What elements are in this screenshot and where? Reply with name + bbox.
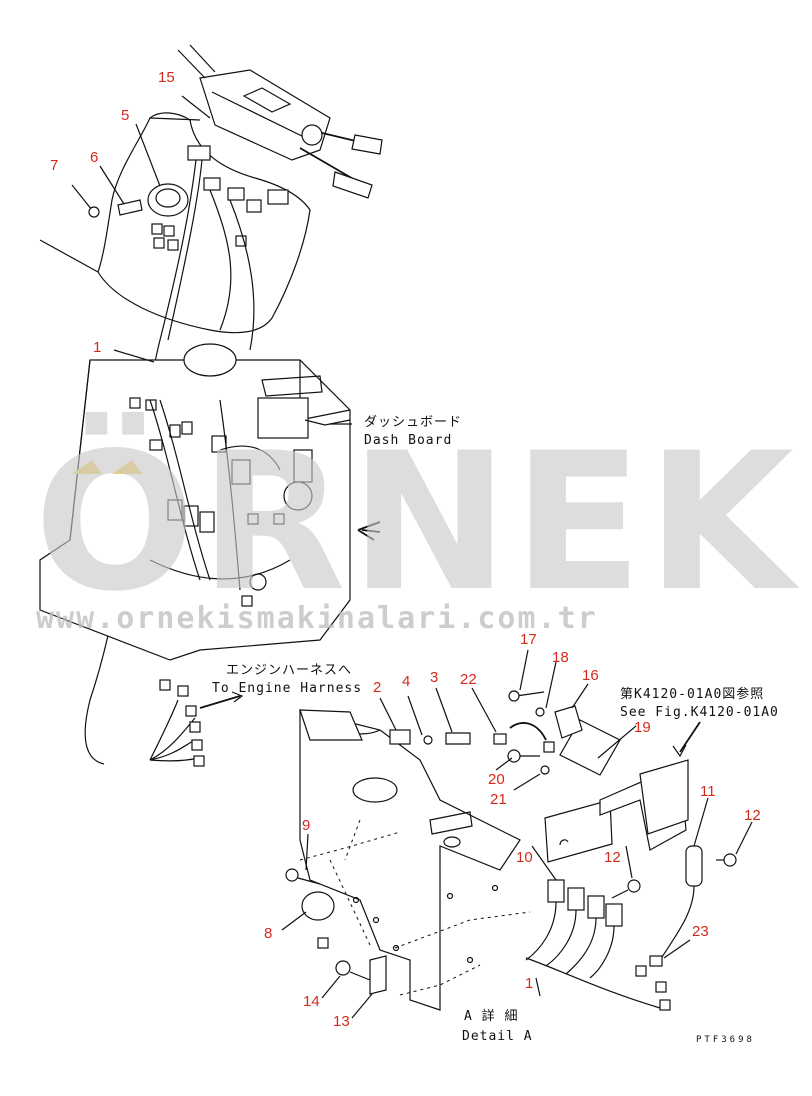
callout-12-left: 12 (604, 849, 621, 866)
detail-a-label-en: Detail A (462, 1029, 533, 1044)
watermark-accent-left (72, 460, 102, 474)
see-fig-label-jp: 第K4120-01A0図参照 (620, 686, 764, 702)
callout-6: 6 (90, 149, 98, 166)
callout-23: 23 (692, 923, 709, 940)
dash-board-panel (39, 343, 381, 661)
callout-10: 10 (516, 849, 533, 866)
watermark-brand: ÖRNEK (34, 411, 800, 633)
dash-board-label-en: Dash Board (364, 433, 452, 448)
callout-11: 11 (700, 783, 716, 800)
callout-14: 14 (303, 993, 320, 1010)
callout-9: 9 (302, 817, 310, 834)
engine-harness-connectors (149, 679, 244, 767)
see-fig-label-en: See Fig.K4120-01A0 (620, 705, 779, 720)
callouts: 15 5 6 7 1 17 18 16 2 4 3 22 19 20 21 9 … (50, 69, 761, 1030)
callout-1-upper: 1 (93, 339, 101, 356)
callout-12-right: 12 (744, 807, 761, 824)
leader-lines (99, 95, 753, 1019)
callout-16: 16 (582, 667, 599, 684)
engine-harness-label-en: To Engine Harness (212, 681, 362, 696)
engine-harness-label-jp: エンジンハーネスへ (226, 663, 352, 678)
callout-7: 7 (50, 157, 58, 174)
callout-17: 17 (520, 631, 537, 648)
callout-8: 8 (264, 925, 272, 942)
detail-a-label-jp: A 詳 細 (464, 1008, 518, 1024)
detail-a-assembly (285, 690, 737, 1011)
callout-22: 22 (460, 671, 477, 688)
dash-board-label-jp: ダッシュボード (364, 415, 462, 430)
watermark-accent-right (112, 460, 142, 474)
watermark: ÖRNEK www.ornekismakinalari.com.tr (34, 411, 800, 636)
callout-4: 4 (402, 673, 410, 690)
callout-3: 3 (430, 669, 438, 686)
watermark-url: www.ornekismakinalari.com.tr (36, 601, 598, 636)
callout-1-lower: 1 (525, 975, 533, 992)
callout-20: 20 (488, 771, 505, 788)
annotation-notes: ダッシュボード Dash Board エンジンハーネスへ To Engine H… (212, 415, 779, 1045)
callout-5: 5 (121, 107, 129, 124)
callout-18: 18 (552, 649, 569, 666)
callout-15: 15 (158, 69, 175, 86)
callout-2: 2 (373, 679, 381, 696)
drawing-code: PTF3698 (696, 1035, 755, 1045)
callout-13: 13 (333, 1013, 350, 1030)
steering-column-assembly (39, 44, 383, 765)
callout-21: 21 (490, 791, 507, 808)
callout-19: 19 (634, 719, 651, 736)
